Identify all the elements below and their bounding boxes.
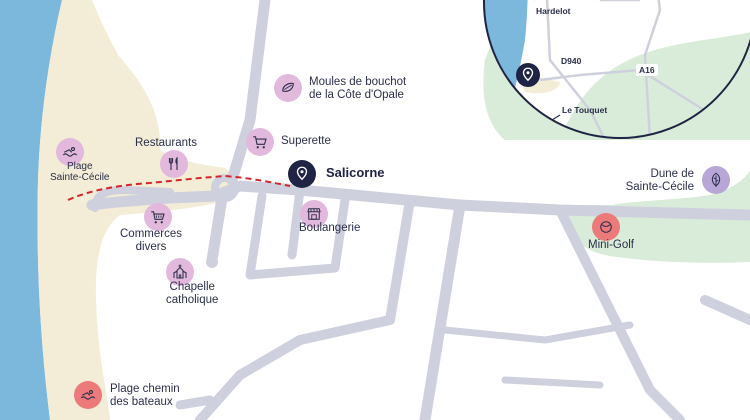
- swimmer-icon: [80, 389, 96, 400]
- poi-commerces[interactable]: [144, 203, 172, 231]
- label-chapelle: Chapelle catholique: [166, 281, 219, 306]
- location-pin-icon: [296, 166, 308, 181]
- poi-superette[interactable]: [246, 128, 274, 156]
- road-badge-a16: A16: [636, 64, 658, 76]
- inset-label-hardelot: Hardelot: [536, 6, 571, 16]
- label-moules: Moules de bouchot de la Côte d'Opale: [309, 76, 407, 101]
- road-block-5: [441, 321, 634, 344]
- road-south-west: [206, 192, 228, 266]
- inset-location-pin[interactable]: [516, 63, 540, 87]
- road-main: [86, 180, 750, 221]
- road-block-3: [195, 195, 415, 420]
- inset-border: [483, 0, 750, 139]
- label-plage-chemin: Plage chemin des bateaux: [110, 383, 180, 408]
- walking-path: [67, 174, 291, 201]
- poi-chapelle[interactable]: [166, 258, 194, 286]
- road-badge-d940: D940: [558, 55, 585, 67]
- label-superette: Superette: [281, 135, 331, 147]
- cutlery-icon: [168, 156, 178, 170]
- road-end: [206, 256, 218, 268]
- road-far-right: [700, 295, 750, 325]
- label-dune: Dune de Sainte-Cécile: [625, 168, 694, 193]
- inset-label-le-touquet: Le Touquet: [562, 105, 608, 115]
- label-restaurants: Restaurants: [135, 137, 198, 149]
- poi-boulangerie[interactable]: [300, 200, 328, 228]
- label-minigolf: Mini-Golf: [588, 239, 635, 251]
- poi-plage-sainte-cecile[interactable]: [56, 138, 84, 166]
- green-area: [560, 0, 750, 263]
- road-south-strip: [175, 395, 215, 410]
- mussel-icon: [282, 82, 294, 92]
- church-icon: [173, 264, 187, 279]
- road-block-7: [501, 376, 604, 389]
- sea: [0, 0, 62, 420]
- label-boulangerie: Boulangerie: [299, 222, 361, 234]
- beach: [37, 0, 235, 420]
- road-loop: [91, 186, 174, 212]
- road-block-1: [245, 191, 350, 280]
- poi-moules[interactable]: [274, 74, 302, 102]
- poi-plage-chemin[interactable]: [74, 381, 102, 409]
- poi-minigolf[interactable]: [592, 213, 620, 241]
- road-north: [226, 0, 271, 186]
- storefront-icon: [307, 208, 321, 220]
- label-commerces: Commerces divers: [120, 228, 182, 253]
- road-block-2: [287, 185, 305, 260]
- label-plage-sainte-cecile: Plage Sainte-Cécile: [50, 161, 110, 183]
- poi-dune[interactable]: [702, 166, 730, 194]
- swimmer-icon: [62, 146, 78, 157]
- shopping-cart-icon: [253, 136, 267, 149]
- poi-salicorne[interactable]: [288, 160, 316, 188]
- poi-restaurants[interactable]: [160, 150, 188, 178]
- leaf-icon: [711, 172, 721, 187]
- label-salicorne: Salicorne: [326, 165, 385, 180]
- road-block-4: [419, 199, 466, 420]
- shopping-basket-icon: [151, 211, 165, 224]
- road-block-6: [555, 205, 685, 420]
- golf-ball-icon: [600, 221, 612, 233]
- location-pin-icon: [522, 67, 534, 82]
